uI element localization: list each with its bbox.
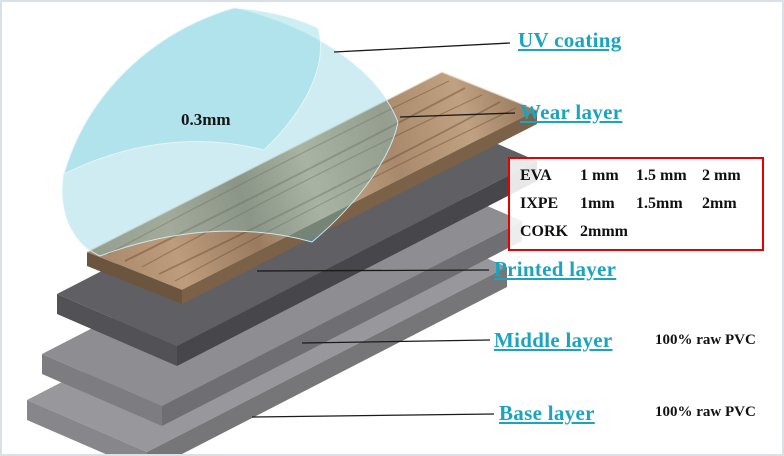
spec-row-eva: EVA 1 mm 1.5 mm 2 mm xyxy=(520,167,756,185)
spec-size: 1.5mm xyxy=(636,195,683,213)
wear-thickness-annotation: 0.3mm xyxy=(181,110,231,129)
uv-coating-sheet xyxy=(63,7,322,175)
spec-size: 1mm xyxy=(580,195,615,213)
label-printed-layer: Printed layer xyxy=(494,257,617,281)
leader-lines xyxy=(251,42,516,418)
base-layer-note: 100% raw PVC xyxy=(655,404,756,420)
label-uv-coating: UV coating xyxy=(518,28,622,52)
label-base-layer: Base layer xyxy=(499,401,595,425)
spec-size: 2mm xyxy=(702,195,737,213)
spec-size: 1.5 mm xyxy=(636,167,687,184)
leader-line-middle xyxy=(301,339,491,344)
spec-size: 2 mm xyxy=(702,167,741,184)
label-wear-layer: Wear layer xyxy=(520,100,623,124)
label-middle-layer: Middle layer xyxy=(494,328,613,352)
spec-row-cork: CORK 2mmm xyxy=(520,223,756,241)
spec-size xyxy=(702,223,756,241)
spec-size: 1 mm xyxy=(580,167,619,184)
spec-size xyxy=(636,223,702,241)
leader-line-printed xyxy=(256,269,490,272)
spec-row-ixpe: IXPE 1mm 1.5mm 2mm xyxy=(520,195,756,213)
thickness-spec-box: EVA 1 mm 1.5 mm 2 mm IXPE 1mm 1.5mm 2mm … xyxy=(508,157,764,251)
spec-material: EVA xyxy=(520,167,552,184)
leader-line-uv xyxy=(333,42,511,53)
plank-printed-layer xyxy=(86,71,538,304)
leader-line-wear xyxy=(399,112,516,118)
spec-size: 2mmm xyxy=(580,223,628,241)
wood-grain-lines xyxy=(107,80,517,282)
middle-layer-note: 100% raw PVC xyxy=(655,332,756,348)
spec-material: IXPE xyxy=(520,195,559,213)
spec-material: CORK xyxy=(520,223,568,241)
leader-line-base xyxy=(251,413,495,418)
